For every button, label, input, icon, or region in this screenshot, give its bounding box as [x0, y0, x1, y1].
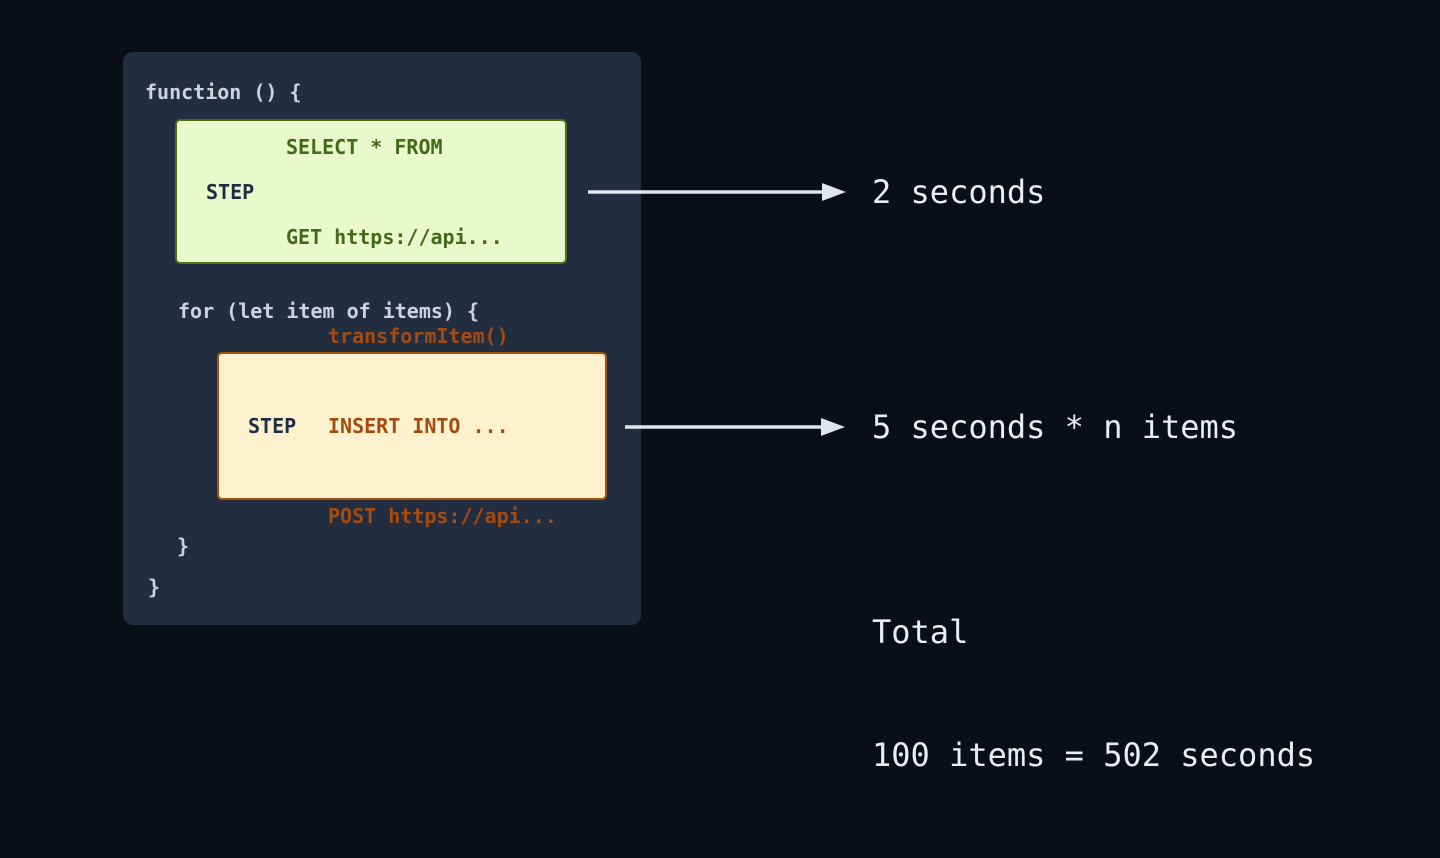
- diagram-canvas: function () { STEP SELECT * FROM GET htt…: [123, 52, 1315, 774]
- transform-step-code: transformItem() INSERT INTO ... POST htt…: [328, 261, 557, 591]
- total-summary: Total 100 items = 502 seconds: [872, 530, 1315, 858]
- total-value: 100 items = 502 seconds: [872, 736, 1316, 774]
- code-line-select: SELECT * FROM: [286, 134, 443, 159]
- code-line-close-function: }: [148, 575, 161, 599]
- code-line-insert: INSERT INTO ...: [328, 414, 509, 438]
- extract-step-code: SELECT * FROM GET https://api...: [286, 72, 503, 312]
- code-line-transform: transformItem(): [328, 324, 509, 348]
- code-line-close-for: }: [177, 534, 190, 558]
- step-label: STEP: [248, 414, 297, 438]
- step2-duration-label: 5 seconds * n items: [872, 408, 1239, 446]
- step-label: STEP: [206, 179, 255, 204]
- arrow-step2-duration: [625, 418, 845, 436]
- total-title: Total: [872, 613, 969, 651]
- extract-step-box: STEP SELECT * FROM GET https://api...: [175, 119, 567, 264]
- code-line-post: POST https://api...: [328, 504, 557, 528]
- code-line-get: GET https://api...: [286, 224, 503, 249]
- code-panel: function () { STEP SELECT * FROM GET htt…: [123, 52, 641, 625]
- code-line-function-open: function () {: [145, 80, 302, 104]
- step1-duration-label: 2 seconds: [872, 173, 1046, 211]
- arrow-step1-duration: [588, 183, 846, 201]
- transform-step-box: STEP transformItem() INSERT INTO ... POS…: [217, 324, 607, 528]
- code-line-for-open: for (let item of items) {: [178, 299, 480, 323]
